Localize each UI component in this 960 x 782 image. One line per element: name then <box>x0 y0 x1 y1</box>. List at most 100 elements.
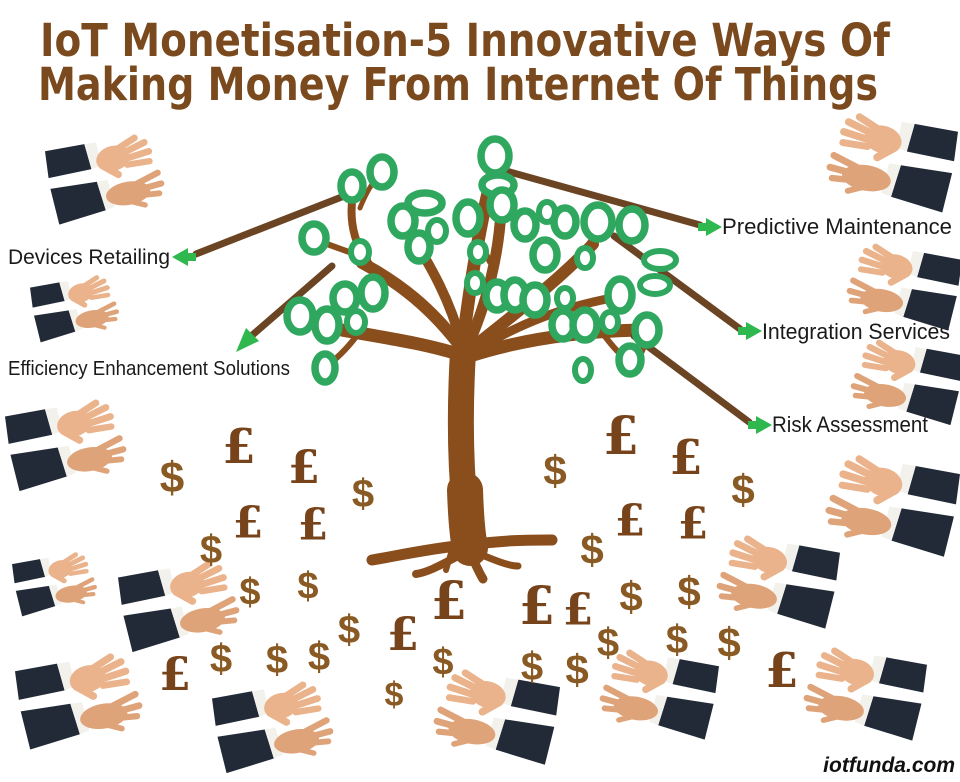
connector-line-integration <box>610 232 744 333</box>
pound-symbol: £ <box>298 500 329 551</box>
arrow-right-icon <box>748 416 772 434</box>
dollar-symbol: $ <box>200 528 222 572</box>
pound-symbol: £ <box>431 571 467 632</box>
leaf-icon <box>554 285 576 311</box>
dollar-symbol: $ <box>666 618 688 662</box>
pound-symbol: £ <box>678 499 709 550</box>
arrow-right-icon <box>698 218 722 236</box>
pound-symbol: £ <box>519 576 555 637</box>
leaf-icon <box>404 229 434 265</box>
clapping-hands-image <box>212 685 330 773</box>
leaf-icon <box>283 296 317 336</box>
pound-symbol: £ <box>387 607 419 661</box>
pound-symbol: £ <box>603 406 639 467</box>
label-efficiency-enhancement-solutions: Efficiency Enhancement Solutions <box>8 358 290 380</box>
dollar-symbol: $ <box>677 568 700 615</box>
leaf-icon <box>464 270 486 296</box>
pound-symbol: £ <box>669 430 702 486</box>
leaf-icon <box>348 238 372 266</box>
leaf-icon <box>519 281 551 319</box>
connector-line-risk <box>630 332 753 426</box>
tree-leaves <box>283 135 679 386</box>
leaf-icon <box>550 204 580 240</box>
leaf-icon <box>631 311 663 349</box>
leaf-icon <box>329 280 361 316</box>
dollar-symbol: $ <box>210 637 232 681</box>
leaf-icon <box>344 308 368 336</box>
dollar-symbol: $ <box>521 645 543 689</box>
pound-symbol: £ <box>288 440 320 494</box>
dollar-symbol: $ <box>297 566 318 608</box>
leaf-icon <box>604 275 636 315</box>
clapping-hands-image <box>15 657 139 750</box>
watermark-iotfunda: iotfunda.com <box>823 754 955 777</box>
dollar-symbol: $ <box>432 642 453 684</box>
leaf-icon <box>569 306 601 344</box>
leaf-icon <box>404 189 446 217</box>
dollar-symbol: $ <box>160 454 184 503</box>
arrow-right-icon <box>738 322 762 340</box>
leaf-icon <box>572 356 594 384</box>
branch-connectors <box>172 163 772 434</box>
dollar-symbol: $ <box>543 447 566 494</box>
pound-symbol: £ <box>159 647 191 701</box>
leaf-icon <box>529 236 561 274</box>
clapping-hands-image <box>720 539 840 629</box>
leaf-icon <box>580 201 616 243</box>
pound-symbol: £ <box>222 419 255 475</box>
leaf-icon <box>615 342 645 378</box>
clapping-hands-image <box>30 278 117 343</box>
arrow-down-left-icon <box>236 328 259 352</box>
dollar-symbol: $ <box>619 573 642 620</box>
clapping-hands-image <box>829 459 960 557</box>
leaf-icon <box>637 273 673 297</box>
clapping-hands-image <box>603 653 719 740</box>
dollar-symbol: $ <box>338 608 360 652</box>
arrow-left-icon <box>172 248 196 266</box>
leaf-icon <box>574 245 596 271</box>
leaf-icon <box>641 248 679 272</box>
leaf-icon <box>599 309 621 335</box>
leaf-icon <box>452 198 484 238</box>
title-line-2: Making Money From Internet Of Things <box>38 58 878 111</box>
dollar-symbol: $ <box>352 472 374 516</box>
leaf-icon <box>357 273 389 313</box>
title-line-1: IoT Monetisation-5 Innovative Ways Of <box>40 14 890 67</box>
dollar-symbol: $ <box>266 638 288 682</box>
label-integration-services: Integration Services <box>762 319 950 344</box>
leaf-icon <box>298 220 330 256</box>
currency-symbols-layer: ££££££££££££££$$$$$$$$$$$$$$$$$$$$$ <box>159 406 799 714</box>
leaf-icon <box>425 217 449 245</box>
leaf-icon <box>311 350 339 386</box>
leaf-icon <box>467 239 489 265</box>
leaf-icon <box>366 153 398 191</box>
dollar-symbol: $ <box>239 572 260 614</box>
clapping-hands-image <box>830 117 958 213</box>
leaf-icon <box>615 205 649 245</box>
leaf-icon <box>387 202 419 240</box>
leaf-icon <box>311 305 343 345</box>
leaf-icon <box>510 207 540 243</box>
pound-symbol: £ <box>563 585 594 636</box>
clapping-hands-image <box>5 403 123 491</box>
label-devices-retailing: Devices Retailing <box>8 246 170 269</box>
dollar-symbol: $ <box>731 466 754 513</box>
dollar-symbol: $ <box>565 646 588 693</box>
pound-symbol: £ <box>765 643 798 699</box>
leaf-icon <box>486 186 518 224</box>
dollar-symbol: $ <box>580 526 603 573</box>
connector-line-predictive <box>488 163 704 229</box>
clapping-hands-image <box>807 651 927 741</box>
connector-line-devices <box>192 187 361 258</box>
pound-symbol: £ <box>233 498 264 549</box>
dollar-symbol: $ <box>717 619 740 666</box>
clapping-hands-image <box>45 138 161 225</box>
dollar-symbol: $ <box>385 676 404 714</box>
pound-symbol: £ <box>615 496 646 547</box>
label-predictive-maintenance: Predictive Maintenance <box>722 214 952 239</box>
dollar-symbol: $ <box>308 635 330 679</box>
leaf-icon <box>337 168 367 204</box>
dollar-symbol: $ <box>597 621 619 665</box>
leaf-icon <box>477 135 513 177</box>
